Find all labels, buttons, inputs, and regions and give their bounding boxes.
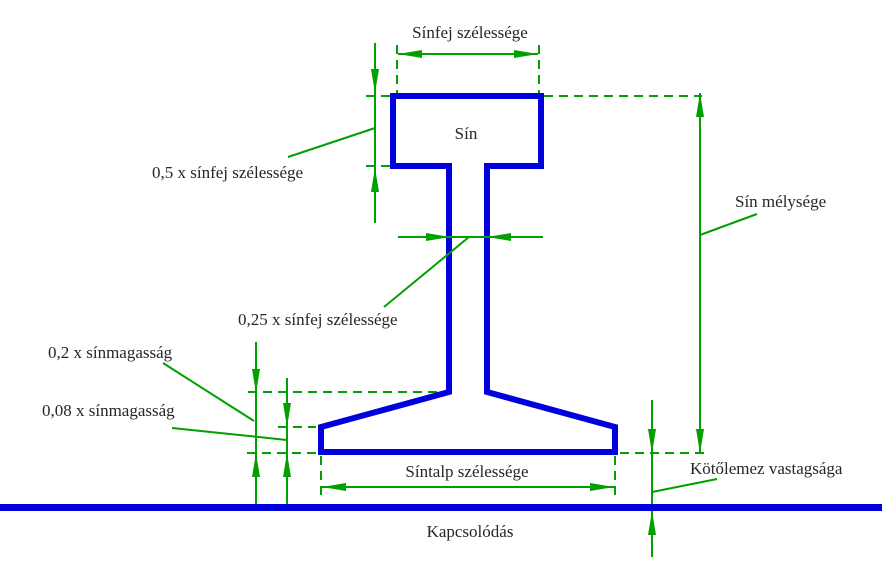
label-rail: Sín [455, 124, 478, 143]
arrow-left-icon [322, 483, 346, 491]
label-fishplate-thickness: Kötőlemez vastagsága [690, 459, 843, 478]
leader-head-height [287, 127, 376, 158]
label-railhead-width: Sínfej szélessége [412, 23, 528, 42]
arrow-up-icon [696, 93, 704, 117]
leader-fishplate [651, 478, 718, 493]
label-quarter-railhead-width: 0,25 x sínfej szélessége [238, 310, 398, 329]
arrow-right-icon [514, 50, 538, 58]
arrow-up-icon [648, 511, 656, 535]
leader-foot-height [162, 362, 255, 422]
arrow-down-icon [696, 429, 704, 453]
rail-outline [318, 93, 618, 455]
arrow-right-icon [590, 483, 614, 491]
arrow-down-icon [252, 369, 260, 393]
label-foot-height: 0,2 x sínmagasság [48, 343, 173, 362]
labels: Sínfej szélessége Sín 0,5 x sínfej széle… [42, 23, 843, 541]
arrow-left-icon [398, 50, 422, 58]
arrow-down-icon [283, 403, 291, 427]
arrow-up-icon [283, 453, 291, 477]
ground-line [0, 504, 882, 511]
leader-foot-edge [171, 427, 288, 441]
label-foot-edge-height: 0,08 x sínmagasság [42, 401, 175, 420]
label-rail-depth: Sín mélysége [735, 192, 826, 211]
arrow-up-icon [371, 168, 379, 192]
leader-rail-depth [699, 213, 758, 236]
arrowheads [252, 50, 704, 535]
label-rail-base-width: Síntalp szélessége [405, 462, 528, 481]
arrow-down-icon [648, 429, 656, 453]
label-half-railhead-width: 0,5 x sínfej szélessége [152, 163, 303, 182]
arrow-up-icon [252, 453, 260, 477]
arrow-right-icon [426, 233, 450, 241]
extension-lines [247, 45, 710, 497]
arrow-down-icon [371, 69, 379, 93]
leader-web-width [383, 236, 470, 308]
arrow-left-icon [487, 233, 511, 241]
label-connection: Kapcsolódás [427, 522, 514, 541]
